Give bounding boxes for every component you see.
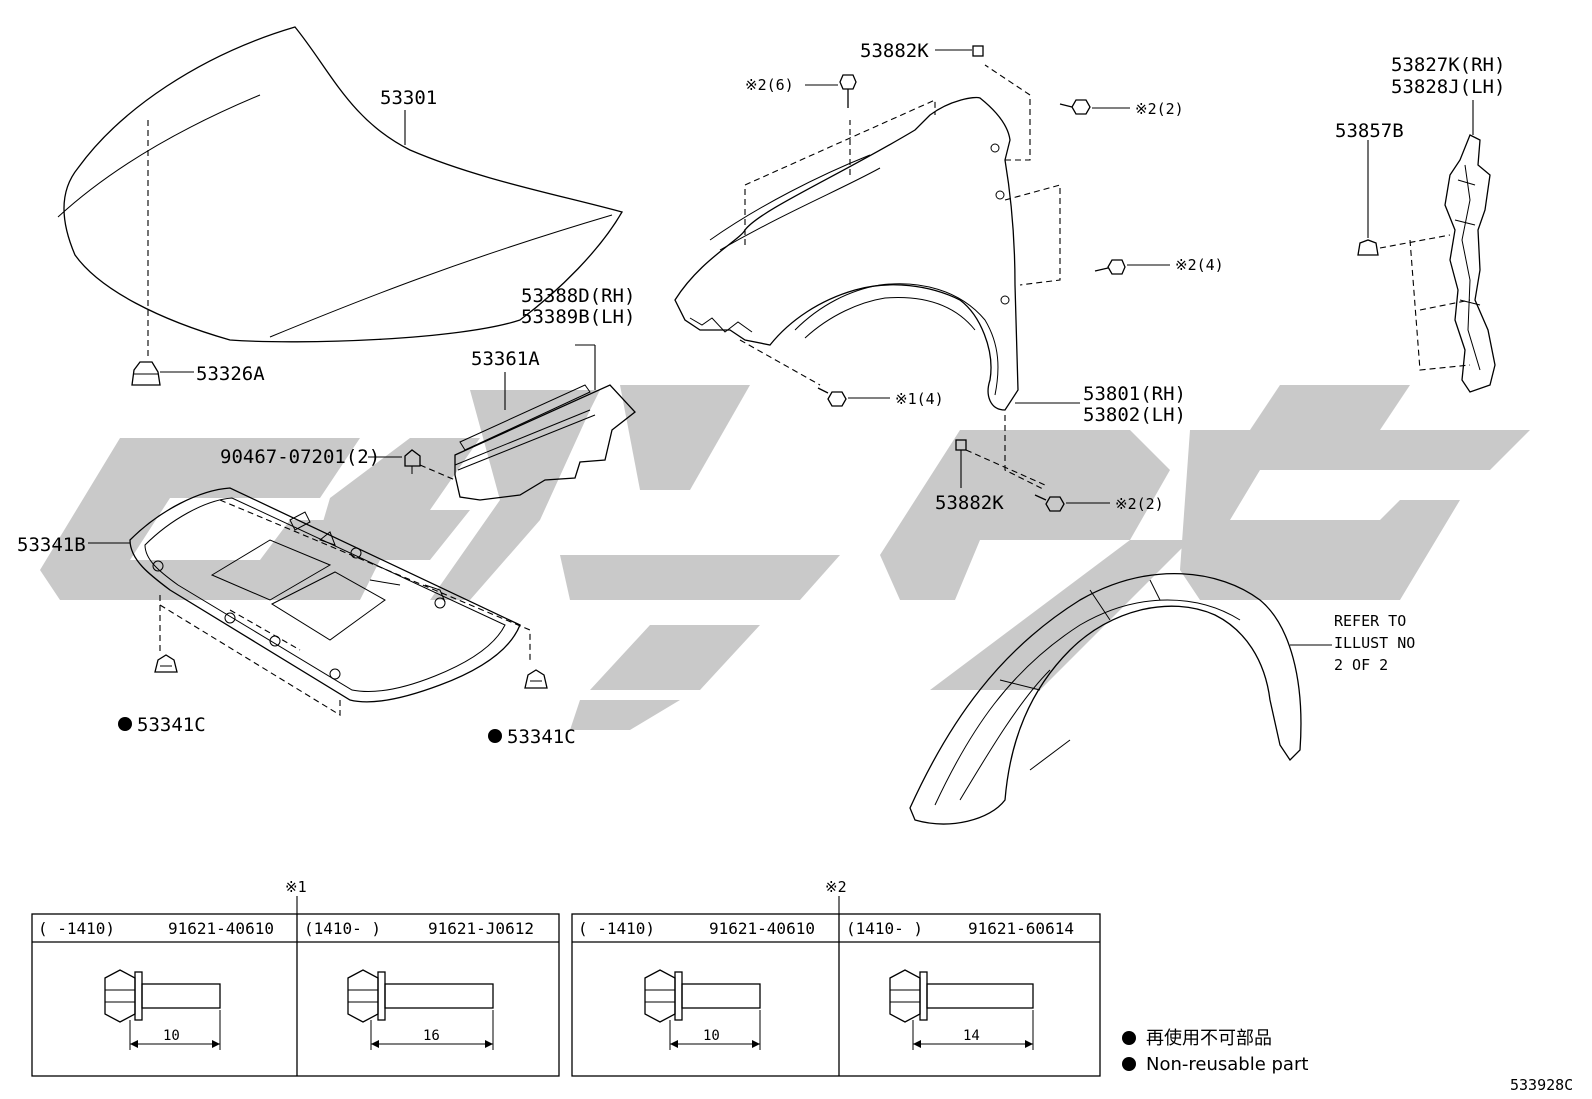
table-2-range-a: ( -1410) — [578, 919, 655, 938]
label-seal-lh: 53389B(LH) — [521, 306, 635, 328]
label-fender-pad-top: 53882K — [860, 40, 929, 62]
fender-liner — [909, 572, 1302, 825]
clip-90467 — [404, 449, 421, 474]
table-1-mark: ※1 — [285, 878, 307, 896]
label-clip-90467: 90467-07201(2) — [220, 446, 380, 468]
label-clip-right: 53341C — [507, 726, 576, 748]
label-seal-strip: 53361A — [471, 348, 540, 370]
label-refer-1: REFER TO — [1334, 612, 1406, 630]
label-fender-rh: 53801(RH) — [1083, 383, 1186, 405]
figure-id: 533928C — [1510, 1076, 1573, 1094]
legend-jp: 再使用不可部品 — [1146, 1028, 1272, 1049]
bolt-right-top — [1059, 99, 1091, 115]
table-1-range-b: (1410- ) — [304, 919, 381, 938]
table-1-part-b: 91621-J0612 — [428, 919, 534, 938]
bolt-drawing-2a — [644, 969, 761, 1050]
label-bolt-bottom: ※2(2) — [1115, 495, 1164, 513]
label-bolt-right-top: ※2(2) — [1135, 100, 1184, 118]
legend-en: Non-reusable part — [1146, 1054, 1308, 1075]
label-bolt-mid: ※2(4) — [1175, 256, 1224, 274]
label-bolt-lower: ※1(4) — [895, 390, 944, 408]
fender-pad-top — [972, 45, 984, 57]
bolt-table-1: ※1 ( -1410) 91621-40610 (1410- ) 91621-J… — [31, 878, 560, 1077]
label-fender-lh: 53802(LH) — [1083, 404, 1186, 426]
label-insulator: 53341B — [17, 534, 86, 556]
table-1-length-b: 16 — [423, 1028, 440, 1044]
bolt-bottom — [1034, 494, 1065, 512]
table-2-part-b: 91621-60614 — [968, 919, 1074, 938]
label-hood-cushion: 53326A — [196, 363, 265, 385]
hood-panel — [57, 26, 623, 360]
table-2-part-a: 91621-40610 — [709, 919, 815, 938]
table-1-length-a: 10 — [163, 1028, 180, 1044]
legend-dot-jp — [1122, 1031, 1136, 1045]
watermark-logo — [40, 385, 1530, 730]
label-clip-left: 53341C — [137, 714, 206, 736]
label-fender-pad-bottom: 53882K — [935, 492, 1004, 514]
side-clip — [1357, 239, 1379, 256]
table-2-mark: ※2 — [825, 878, 847, 896]
label-side-lh: 53828J(LH) — [1391, 76, 1505, 98]
bolt-drawing-2b — [889, 969, 1034, 1050]
bolt-drawing-1b — [347, 969, 494, 1050]
table-2-range-b: (1410- ) — [846, 919, 923, 938]
bolt-table-2: ※2 ( -1410) 91621-40610 (1410- ) 91621-6… — [571, 878, 1101, 1077]
label-seal-rh: 53388D(RH) — [521, 285, 635, 307]
legend: 再使用不可部品 Non-reusable part — [1122, 1028, 1308, 1075]
bolt-mid — [1094, 259, 1126, 275]
hood-seal-panel — [454, 384, 636, 501]
non-reusable-marker-right — [488, 729, 502, 743]
hood-insulator — [129, 487, 521, 703]
legend-dot-en — [1122, 1057, 1136, 1071]
clip-right — [524, 669, 548, 689]
front-fender — [674, 96, 1019, 411]
table-2-length-a: 10 — [703, 1028, 720, 1044]
label-bolt-top: ※2(6) — [745, 76, 794, 94]
label-side-clip: 53857B — [1335, 120, 1404, 142]
hood-cushion — [131, 361, 161, 386]
table-1-range-a: ( -1410) — [38, 919, 115, 938]
label-refer-3: 2 OF 2 — [1334, 656, 1388, 674]
clip-left — [154, 654, 178, 673]
bolt-drawing-1a — [104, 969, 221, 1050]
table-2-length-b: 14 — [963, 1028, 980, 1044]
table-1-part-a: 91621-40610 — [168, 919, 274, 938]
label-side-rh: 53827K(RH) — [1391, 54, 1505, 76]
label-refer-2: ILLUST NO — [1334, 634, 1415, 652]
bolt-lower — [817, 387, 847, 407]
bolt-top — [839, 74, 857, 108]
fender-side-seal — [1444, 134, 1496, 393]
non-reusable-marker-left — [118, 717, 132, 731]
label-hood: 53301 — [380, 87, 437, 109]
